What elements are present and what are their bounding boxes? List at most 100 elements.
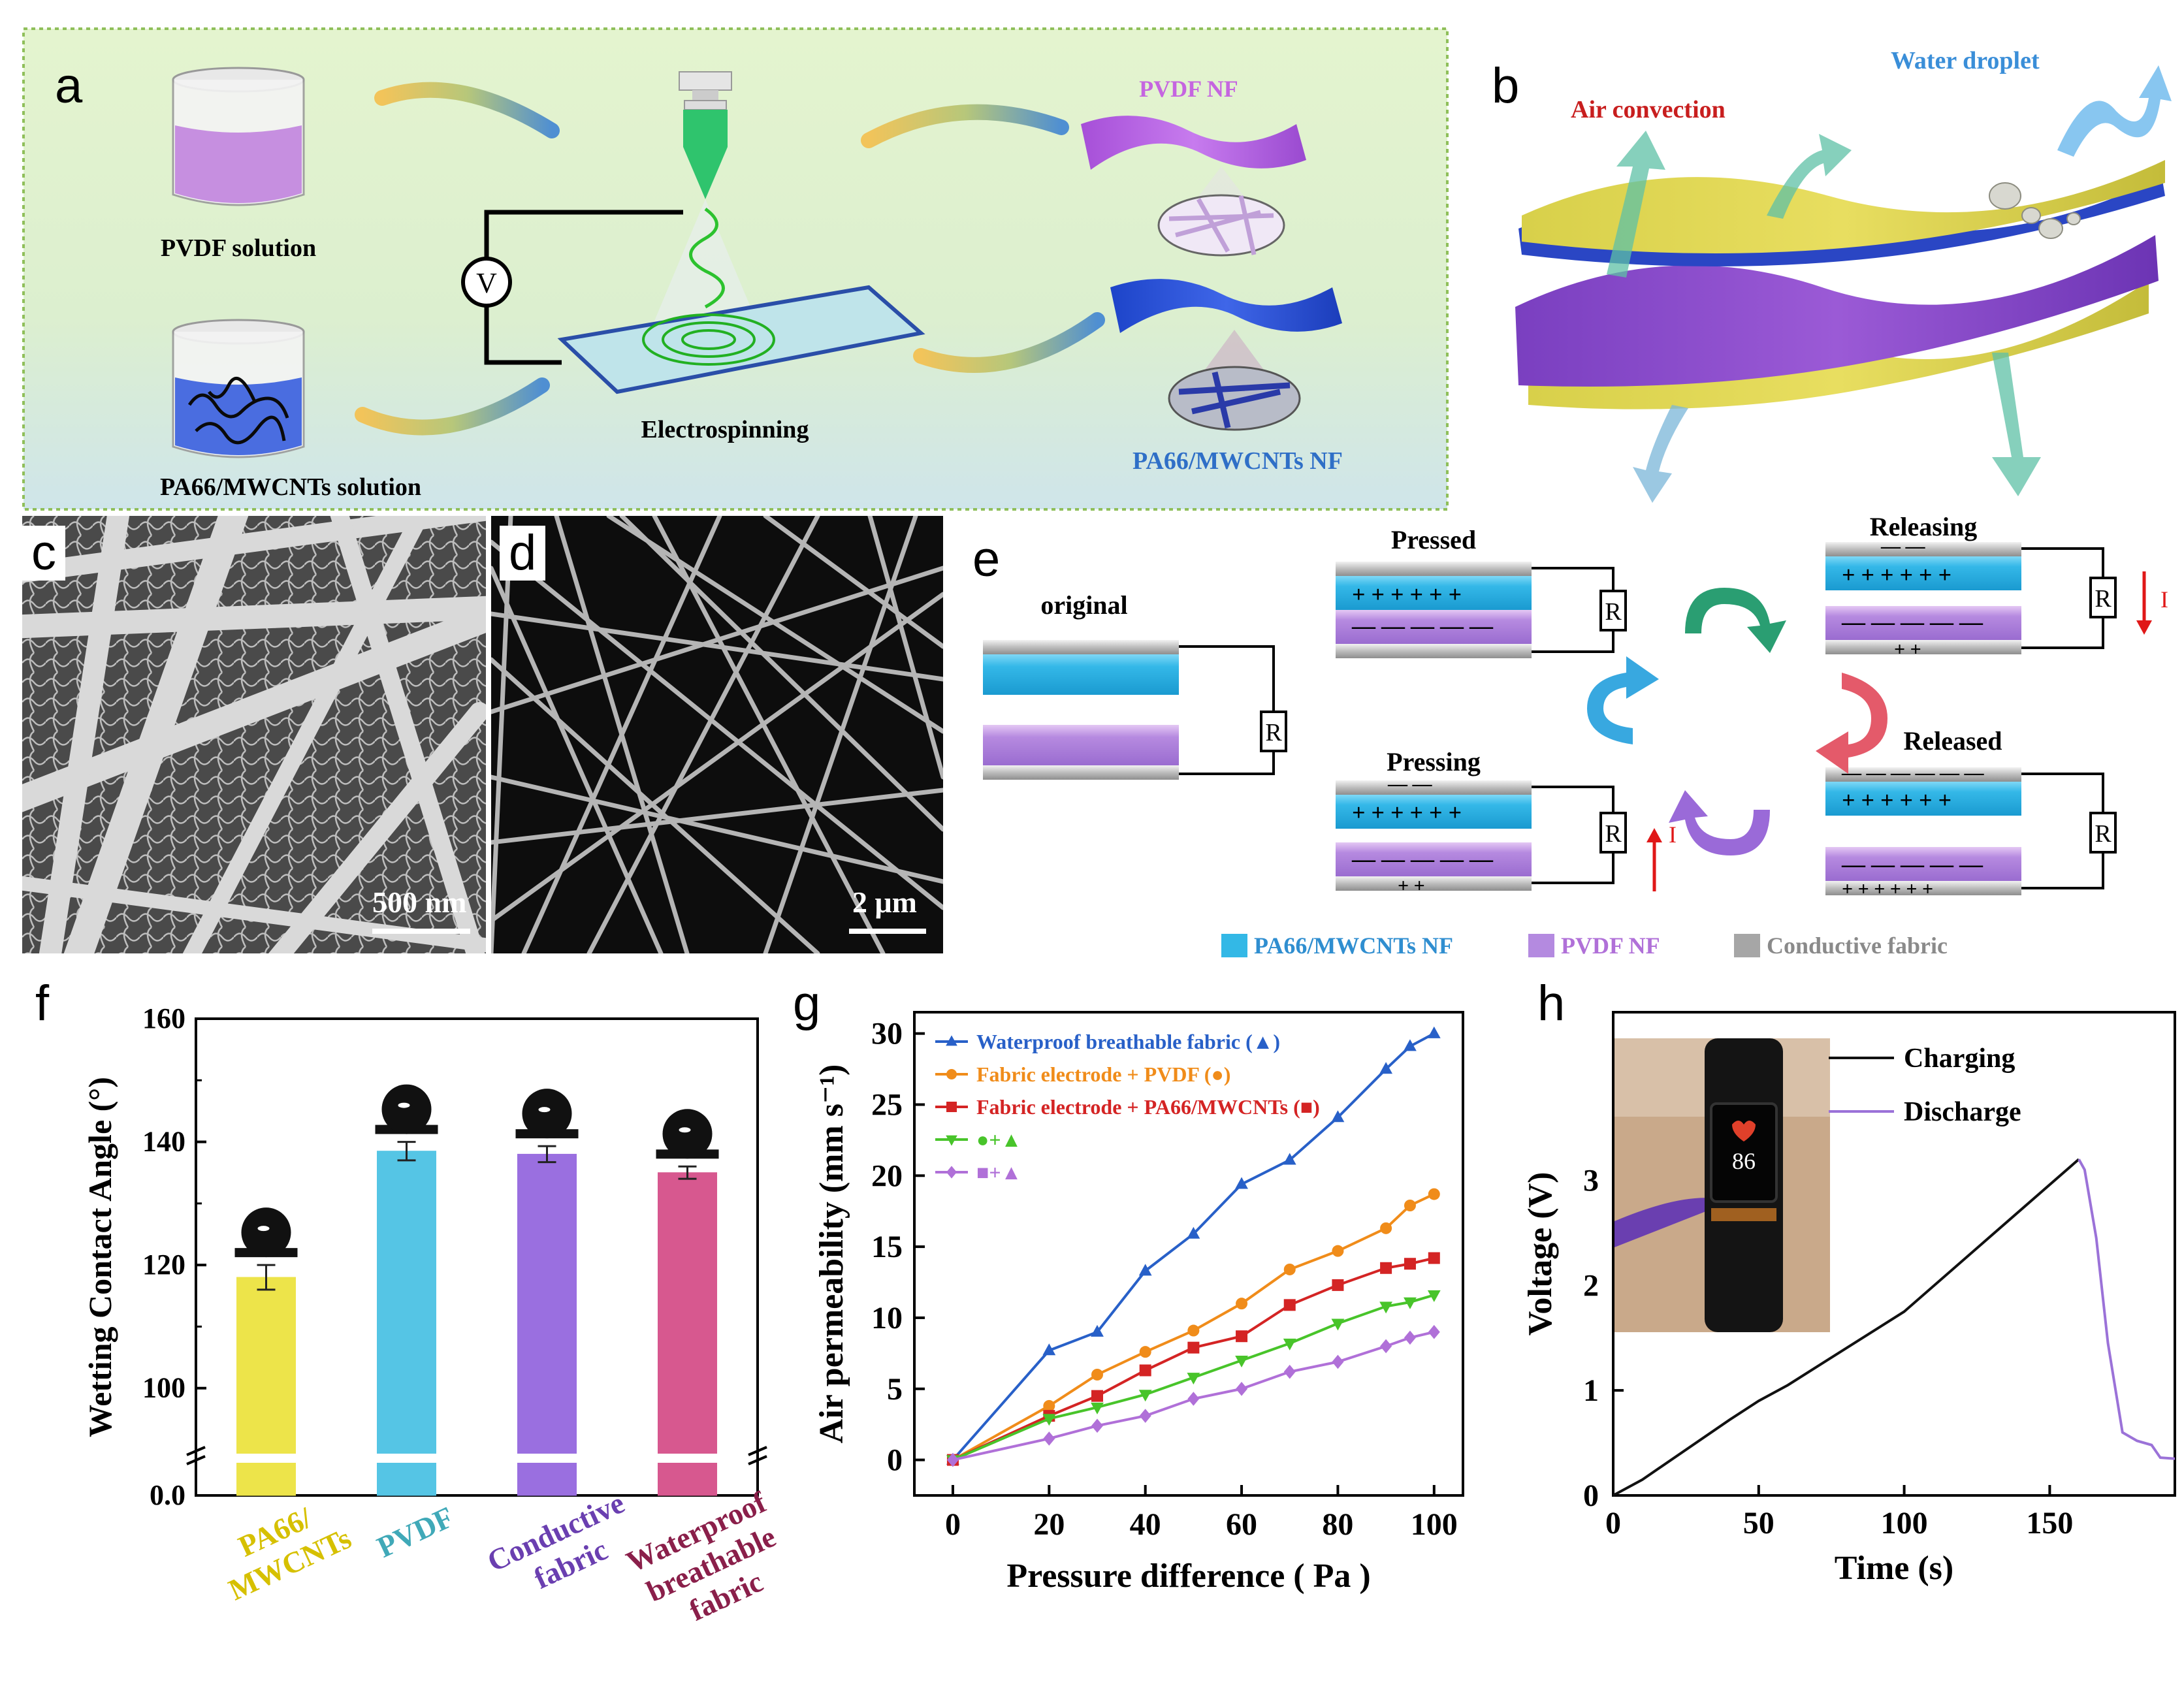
droplet-icon (515, 1089, 579, 1139)
y-tick-label: 160 (142, 1002, 185, 1034)
legend-label: Discharge (1904, 1097, 2021, 1127)
pa66-solution-label: PA66/MWCNTs solution (160, 473, 421, 501)
droplet (381, 1084, 432, 1134)
pressing-label: Pressing (1387, 747, 1481, 776)
y-tick-label: 30 (871, 1017, 903, 1051)
svg-text:— — — — —: — — — — — (1351, 613, 1494, 639)
data-point (1427, 1026, 1441, 1038)
current-label-releasing: I (2160, 586, 2168, 613)
series-line (2078, 1158, 2176, 1460)
y-tick-label: 25 (871, 1087, 903, 1122)
x-tick-label: 100 (1881, 1506, 1928, 1540)
legend-label-pvdf: PVDF NF (1561, 933, 1660, 959)
data-point (1236, 1381, 1248, 1396)
series-line (1613, 1158, 2080, 1497)
water-droplets (1989, 182, 2081, 239)
y-tick-label: 0 (1583, 1478, 1599, 1513)
bar-break-gap (516, 1454, 578, 1463)
panel-letter-d: d (500, 526, 546, 581)
x-category-label: PVDF (372, 1500, 459, 1564)
legend-label-pa66: PA66/MWCNTs NF (1254, 933, 1453, 959)
data-point (1187, 1373, 1200, 1385)
legend-marker (946, 1035, 957, 1046)
x-axis-label: Pressure difference ( Pa ) (1006, 1557, 1370, 1595)
legend-swatch-pa66 (1221, 934, 1247, 957)
data-point (1404, 1330, 1416, 1345)
legend-label: ■+▲ (976, 1160, 1021, 1184)
legend-label: Waterproof breathable fabric (▲) (976, 1030, 1280, 1053)
x-tick-label: 100 (1411, 1507, 1458, 1542)
data-point (1404, 1200, 1416, 1211)
data-point (1283, 1299, 1296, 1311)
x-axis-label: Time (s) (1835, 1550, 1953, 1587)
data-point (1380, 1222, 1392, 1234)
heart-icon (1732, 1121, 1756, 1141)
data-point (1379, 1301, 1393, 1314)
x-category-label: Conductivefabric (482, 1486, 644, 1610)
pvdf-nf-label: PVDF NF (1139, 76, 1238, 102)
resistor-label-releasing: R (2095, 585, 2112, 613)
data-point (1331, 1110, 1345, 1123)
svg-text:— — — — — —: — — — — — — (1841, 762, 1985, 784)
x-tick-label: 80 (1322, 1507, 1353, 1542)
voltmeter-label: V (476, 267, 497, 299)
svg-text:+ + + + + +: + + + + + + (1352, 581, 1462, 607)
axis-break-right (748, 1446, 767, 1456)
y-tick-label: 2 (1583, 1268, 1599, 1303)
data-point (1042, 1414, 1056, 1426)
panel-b-layers-illustration: Air convection Water droplet (1515, 47, 2172, 503)
svg-text:— — — — —: — — — — — (1841, 851, 1983, 877)
panel-letter-f: f (35, 976, 50, 1031)
data-point (1404, 1258, 1416, 1270)
air-convection-arrows (1607, 131, 2041, 503)
inset-cable (1614, 1198, 1731, 1247)
x-tick-label: 0 (1605, 1506, 1621, 1540)
data-point (1139, 1409, 1151, 1423)
panel-letter-a: a (55, 58, 83, 114)
watch-display-value: 86 (1732, 1148, 1756, 1174)
panel-letter-b: b (1492, 58, 1520, 114)
svg-text:+ + + + + +: + + + + + + (1842, 878, 1933, 900)
electrospinning-apparatus (461, 71, 925, 394)
y-tick-label: 140 (142, 1126, 185, 1158)
data-point (1428, 1252, 1440, 1264)
y-tick-label: 1 (1583, 1373, 1599, 1408)
svg-text:— — — — —: — — — — — (1841, 609, 1983, 635)
panel-a-schematic: PVDF solution PA66/MWCNTs solution V Ele… (22, 27, 1449, 511)
panel-d-scale-bar (849, 929, 926, 934)
y-axis-label: Air permeability (mm s⁻¹) (813, 1064, 850, 1444)
legend-swatch-pvdf (1528, 934, 1554, 957)
svg-text:+ + + + + +: + + + + + + (1842, 787, 1951, 813)
bar-break-gap (235, 1454, 297, 1463)
droplet-highlight (398, 1102, 410, 1108)
pvdf-solution-label: PVDF solution (161, 234, 316, 262)
droplet-icon (234, 1207, 298, 1258)
x-category-label: Waterproofbreathablefabric (621, 1485, 784, 1642)
data-point (1139, 1346, 1151, 1358)
bar-break-gap (376, 1454, 438, 1463)
svg-text:— —: — — (1387, 773, 1433, 795)
bar-break-gap (656, 1454, 718, 1463)
legend-marker (946, 1069, 957, 1079)
cycle-arrow-red (1816, 673, 1887, 774)
y-tick-label: 100 (142, 1372, 185, 1404)
data-point (1187, 1226, 1200, 1239)
data-point (1379, 1062, 1393, 1074)
panel-c-sem-image (22, 516, 486, 953)
data-point (1043, 1399, 1055, 1412)
data-point (1332, 1279, 1344, 1291)
panel-e-mechanism: original R + + + + + + — — — — — Pressed… (983, 516, 2168, 959)
plot-frame (913, 1011, 1464, 1497)
data-point (1139, 1364, 1151, 1377)
state-original (983, 640, 1287, 780)
panel-letter-g: g (793, 976, 821, 1031)
panel-d-scale-label: 2 μm (852, 886, 917, 919)
released-label: Released (1903, 726, 2002, 756)
pvdf-nf-sheet (1081, 116, 1306, 257)
x-tick-label: 150 (2026, 1506, 2073, 1540)
y-tick-label: 0 (887, 1443, 903, 1478)
panel-c-scale-label: 500 nm (372, 886, 467, 919)
x-tick-label: 40 (1130, 1507, 1161, 1542)
